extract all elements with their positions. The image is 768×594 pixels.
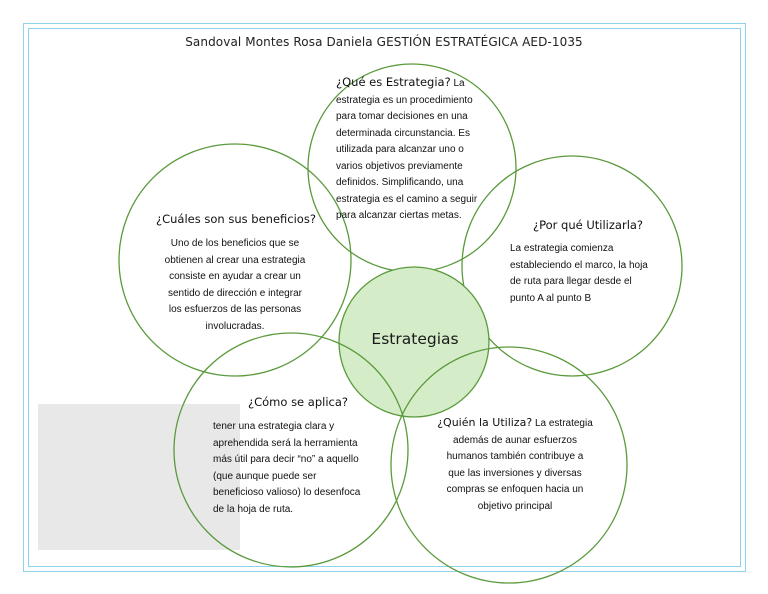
petal-quien: ¿Quién la Utiliza? La estrategia además … bbox=[425, 414, 605, 515]
que-line: utilizada para alcanzar uno o bbox=[336, 144, 464, 155]
petal-que-es: ¿Qué es Estrategia? La estrategia es un … bbox=[336, 73, 521, 225]
outer-frame bbox=[23, 23, 746, 572]
circle-beneficios bbox=[118, 143, 352, 377]
heading-por-que: ¿Por qué Utilizarla? bbox=[533, 218, 644, 232]
quien-line: humanos también contribuye a bbox=[446, 451, 584, 462]
porque-line: punto A al punto B bbox=[510, 292, 592, 304]
circle-center bbox=[338, 266, 490, 418]
beneficios-line: involucradas. bbox=[205, 320, 265, 332]
heading-quien-tail: La estrategia bbox=[532, 418, 593, 429]
quien-line: objetivo principal bbox=[477, 500, 553, 512]
circle-como bbox=[173, 332, 409, 568]
heading-beneficios: ¿Cuáles son sus beneficios? bbox=[156, 212, 316, 226]
que-line: definidos. Simplificando, una bbox=[336, 177, 464, 188]
gray-image-placeholder bbox=[38, 404, 240, 550]
beneficios-line: consiste en ayudar a crear un bbox=[169, 271, 301, 282]
como-line: tener una estrategia clara y bbox=[213, 421, 335, 432]
porque-line: de ruta para llegar desde el bbox=[510, 276, 632, 287]
beneficios-line: Uno de los beneficios que se bbox=[170, 238, 300, 249]
petal-que-es-heading: ¿Qué es Estrategia? La bbox=[336, 73, 521, 93]
como-line: (que aunque puede ser bbox=[213, 470, 317, 482]
como-line: beneficioso valioso) lo desenfoca bbox=[213, 487, 361, 498]
heading-quien: ¿Quién la Utiliza? bbox=[437, 416, 533, 429]
quien-line: que las inversiones y diversas bbox=[448, 467, 582, 479]
heading-que-es: ¿Qué es Estrategia? bbox=[336, 75, 451, 89]
quien-line: además de aunar esfuerzos bbox=[453, 434, 577, 446]
beneficios-line: obtienen al crear una estrategia bbox=[164, 254, 306, 266]
petal-quien-heading: ¿Quién la Utiliza? La estrategia bbox=[425, 414, 605, 433]
porque-line: estableciendo el marco, la hoja bbox=[510, 259, 648, 271]
petal-por-que: La estrategia comienza estableciendo el … bbox=[510, 241, 680, 307]
circle-quien bbox=[390, 346, 628, 584]
como-line: más útil para decir “no” a aquello bbox=[213, 454, 359, 465]
como-line: aprehendida será la herramienta bbox=[213, 437, 358, 449]
circle-por-que bbox=[461, 155, 683, 377]
que-line: determinada circunstancia. Es bbox=[336, 127, 470, 139]
document-title: Sandoval Montes Rosa Daniela GESTIÓN EST… bbox=[185, 35, 583, 49]
beneficios-line: sentido de dirección e integrar bbox=[168, 287, 302, 299]
como-line: de la hoja de ruta. bbox=[213, 503, 294, 515]
que-line: varios objetivos previamente bbox=[336, 160, 463, 172]
heading-como: ¿Cómo se aplica? bbox=[248, 395, 348, 409]
petal-como: tener una estrategia clara y aprehendida… bbox=[213, 419, 398, 518]
que-line: para tomar decisiones en una bbox=[336, 111, 468, 122]
que-line: estrategia es el camino a seguir bbox=[336, 193, 478, 205]
que-line: estrategia es un procedimiento bbox=[336, 94, 473, 106]
porque-line: La estrategia comienza bbox=[510, 243, 614, 254]
center-label: Estrategias bbox=[371, 330, 459, 348]
petal-beneficios: Uno de los beneficios que se obtienen al… bbox=[140, 236, 330, 335]
heading-que-es-tail: La bbox=[450, 78, 465, 89]
quien-line: compras se enfoquen hacia un bbox=[446, 484, 584, 495]
que-line: para alcanzar ciertas metas. bbox=[336, 210, 462, 221]
inner-frame bbox=[28, 28, 741, 567]
beneficios-line: los esfuerzos de las personas bbox=[168, 304, 302, 315]
